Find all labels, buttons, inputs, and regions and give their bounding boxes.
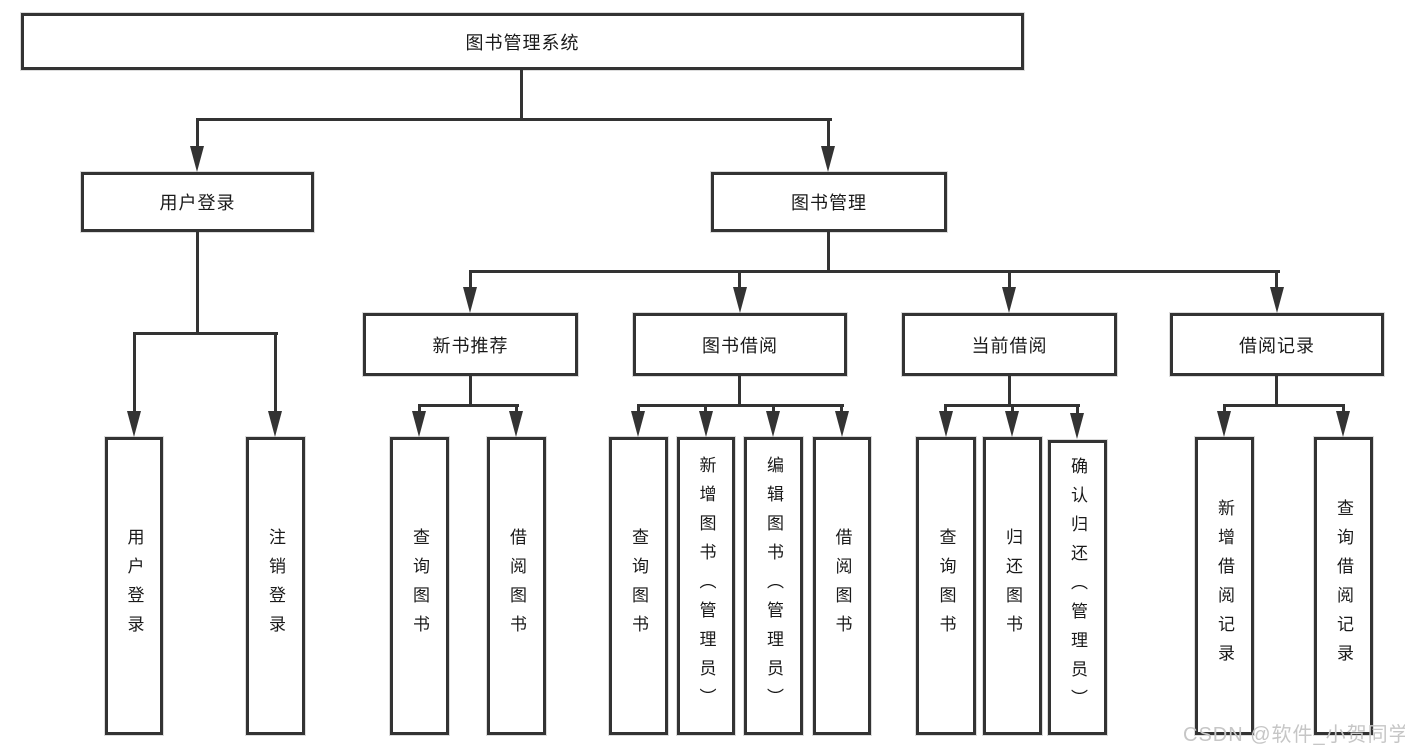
node-label: 借阅图书 bbox=[507, 528, 526, 644]
leaf-query-books: 查询图书 bbox=[916, 437, 976, 735]
leaf-confirm-return-admin: 确认归还（管理员） bbox=[1048, 440, 1107, 735]
node-label: 借阅图书 bbox=[832, 528, 852, 644]
connector-line bbox=[418, 404, 519, 407]
connector-line bbox=[637, 404, 844, 407]
arrow-down-icon bbox=[1005, 411, 1019, 437]
connector-line bbox=[520, 70, 523, 121]
node-label: 图书管理系统 bbox=[465, 32, 580, 53]
node-label: 用户登录 bbox=[159, 193, 236, 213]
connector-line bbox=[1008, 376, 1011, 407]
connector-line bbox=[1223, 404, 1226, 414]
node-label: 确认归还（管理员） bbox=[1068, 457, 1087, 718]
connector-line bbox=[133, 332, 136, 413]
arrow-down-icon bbox=[821, 146, 835, 172]
connector-line bbox=[1011, 404, 1014, 414]
arrow-down-icon bbox=[699, 411, 713, 437]
node-label: 借阅记录 bbox=[1239, 335, 1315, 356]
leaf-query-borrow-record: 查询借阅记录 bbox=[1314, 437, 1373, 735]
node-label: 查询借阅记录 bbox=[1334, 499, 1353, 673]
node-current-borrowing: 当前借阅 bbox=[902, 313, 1117, 376]
arrow-down-icon bbox=[1217, 411, 1231, 437]
node-new-book-recommendation: 新书推荐 bbox=[363, 313, 578, 376]
node-label: 用户登录 bbox=[124, 528, 144, 644]
arrow-down-icon bbox=[412, 411, 426, 437]
connector-line bbox=[1223, 404, 1345, 407]
connector-line bbox=[840, 404, 843, 414]
arrow-down-icon bbox=[631, 411, 645, 437]
connector-line bbox=[1076, 404, 1079, 416]
arrow-down-icon bbox=[1002, 287, 1016, 313]
connector-line bbox=[196, 118, 199, 151]
connector-line bbox=[1342, 404, 1345, 414]
arrow-down-icon bbox=[1270, 287, 1284, 313]
node-library-management-system: 图书管理系统 bbox=[21, 13, 1024, 70]
connector-line bbox=[827, 232, 830, 273]
node-borrowing-records: 借阅记录 bbox=[1170, 313, 1384, 376]
node-label: 新书推荐 bbox=[432, 335, 509, 356]
node-label: 查询图书 bbox=[410, 528, 429, 644]
leaf-return-books: 归还图书 bbox=[983, 437, 1042, 735]
leaf-logout: 注销登录 bbox=[246, 437, 305, 735]
connector-line bbox=[1275, 376, 1278, 407]
connector-line bbox=[515, 404, 518, 414]
node-label: 查询图书 bbox=[936, 528, 956, 644]
node-book-borrowing: 图书借阅 bbox=[633, 313, 847, 376]
connector-line bbox=[827, 118, 830, 151]
connector-line bbox=[944, 404, 947, 414]
leaf-add-borrow-record: 新增借阅记录 bbox=[1195, 437, 1254, 735]
connector-line bbox=[1275, 270, 1278, 290]
node-label: 归还图书 bbox=[1003, 528, 1022, 644]
node-label: 新增借阅记录 bbox=[1215, 499, 1234, 673]
leaf-add-book-admin: 新增图书（管理员） bbox=[677, 437, 735, 735]
leaf-edit-book-admin: 编辑图书（管理员） bbox=[744, 437, 803, 735]
node-label: 新增图书（管理员） bbox=[696, 455, 716, 717]
connector-line bbox=[196, 232, 199, 335]
arrow-down-icon bbox=[268, 411, 282, 437]
leaf-borrow-books: 借阅图书 bbox=[487, 437, 546, 735]
node-label: 图书借阅 bbox=[702, 335, 778, 356]
arrow-down-icon bbox=[1070, 413, 1084, 439]
leaf-user-login: 用户登录 bbox=[105, 437, 163, 735]
leaf-query-books: 查询图书 bbox=[609, 437, 668, 735]
arrow-down-icon bbox=[509, 411, 523, 437]
connector-line bbox=[738, 376, 741, 407]
csdn-watermark: CSDN @软件_小贺同学 bbox=[1183, 724, 1405, 746]
connector-line bbox=[469, 270, 472, 290]
node-user-login: 用户登录 bbox=[81, 172, 314, 232]
node-label: 查询图书 bbox=[629, 528, 648, 644]
connector-line bbox=[1008, 270, 1011, 290]
arrow-down-icon bbox=[733, 287, 747, 313]
arrow-down-icon bbox=[835, 411, 849, 437]
node-label: 编辑图书（管理员） bbox=[764, 455, 783, 717]
node-book-management: 图书管理 bbox=[711, 172, 947, 232]
connector-line bbox=[704, 404, 707, 414]
arrow-down-icon bbox=[939, 411, 953, 437]
node-label: 当前借阅 bbox=[971, 335, 1048, 356]
arrow-down-icon bbox=[463, 287, 477, 313]
arrow-down-icon bbox=[190, 146, 204, 172]
connector-line bbox=[274, 332, 277, 413]
connector-line bbox=[196, 118, 832, 121]
node-label: 注销登录 bbox=[266, 528, 285, 644]
connector-line bbox=[469, 376, 472, 407]
connector-line bbox=[418, 404, 421, 414]
leaf-borrow-books: 借阅图书 bbox=[813, 437, 871, 735]
connector-line bbox=[133, 332, 278, 335]
arrow-down-icon bbox=[1336, 411, 1350, 437]
connector-line bbox=[637, 404, 640, 414]
node-label: 图书管理 bbox=[791, 193, 867, 213]
connector-line bbox=[469, 270, 1280, 273]
connector-line bbox=[772, 404, 775, 414]
arrow-down-icon bbox=[127, 411, 141, 437]
leaf-query-books: 查询图书 bbox=[390, 437, 449, 735]
connector-line bbox=[738, 270, 741, 290]
arrow-down-icon bbox=[766, 411, 780, 437]
